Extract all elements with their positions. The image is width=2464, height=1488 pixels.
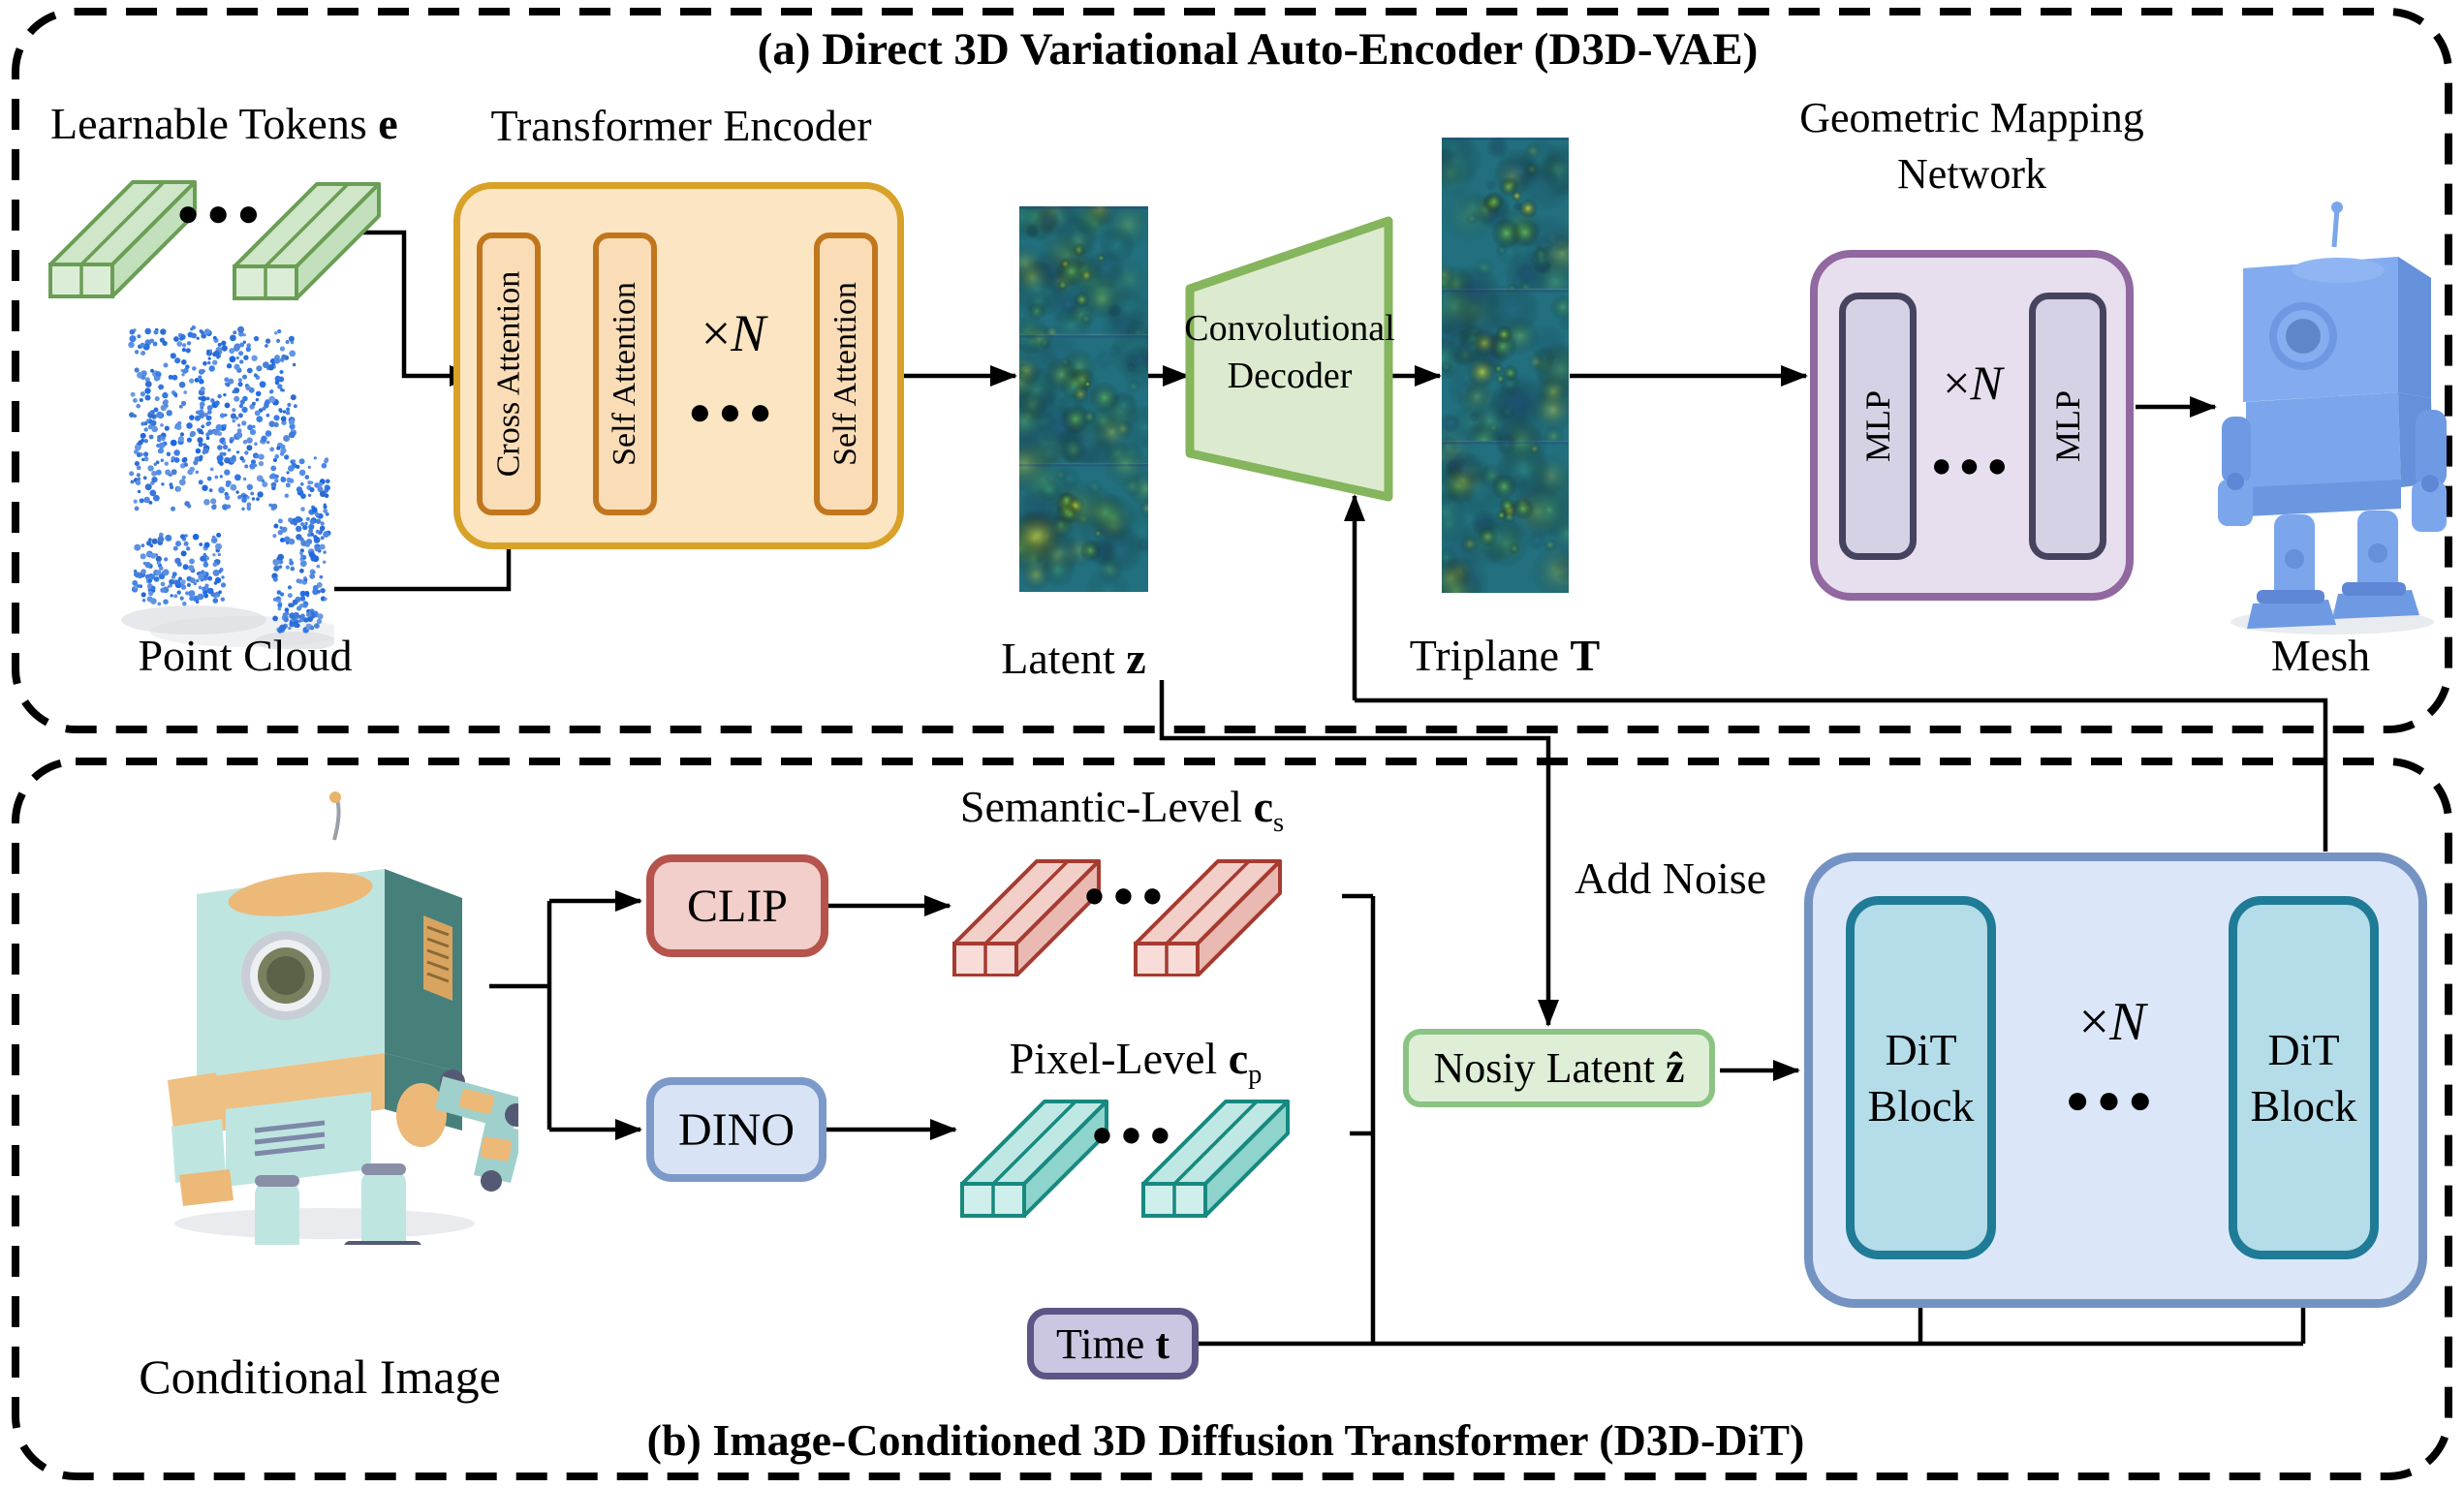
mlp-block-1: MLP <box>1839 293 1917 560</box>
cross-attention-block: Cross Attention <box>477 232 541 515</box>
triplane-feature-maps <box>1442 138 1569 593</box>
arrow-latentz-to-noisy <box>1159 680 1559 1027</box>
section-b-title: (b) Image-Conditioned 3D Diffusion Trans… <box>646 1415 1805 1465</box>
dit-dots: ●●● <box>2065 1078 2160 1123</box>
pixel-level-label: Pixel-Level cp <box>1009 1034 1263 1091</box>
dino-box: DINO <box>646 1077 827 1182</box>
dit-block-1-label: DiT Block <box>1867 1025 1975 1131</box>
section-b-dashed-border <box>12 758 2452 1480</box>
dit-block-1: DiT Block <box>1846 896 1996 1259</box>
pixel-tokens-dots: ●●● <box>1091 1114 1178 1155</box>
line-dit-to-decoder-feedback <box>1355 698 2328 852</box>
mlp-block-2: MLP <box>2029 293 2106 560</box>
section-a-dashed-border <box>12 8 2452 733</box>
self-attention-label-2: Self Attention <box>827 282 864 466</box>
gmn-title-line1: Geometric Mapping <box>1799 94 2144 141</box>
encoder-dots: ●●● <box>688 389 779 433</box>
gmn-repeat-n: ×N <box>1943 356 2003 410</box>
transformer-encoder-title: Transformer Encoder <box>490 101 872 150</box>
dit-block-2-label: DiT Block <box>2250 1025 2357 1131</box>
time-label: Time t <box>1056 1319 1170 1368</box>
cross-attention-label: Cross Attention <box>490 270 526 478</box>
latent-feature-maps <box>1019 206 1148 592</box>
noisy-latent-label: Nosiy Latent ẑ <box>1433 1044 1685 1092</box>
clip-label: CLIP <box>686 880 788 932</box>
point-cloud-graphic <box>121 325 334 649</box>
self-attention-block-1: Self Attention <box>593 232 657 515</box>
mlp-label-1: MLP <box>1858 389 1897 463</box>
conditional-image-robot <box>168 791 518 1245</box>
dit-repeat-n: ×N <box>2078 992 2146 1052</box>
convolutional-decoder-label: Convolutional Decoder <box>1184 308 1395 397</box>
point-cloud-label: Point Cloud <box>138 631 353 680</box>
add-noise-label: Add Noise <box>1575 853 1767 903</box>
dino-label: DINO <box>678 1103 795 1156</box>
arrow-tokens-to-encoder <box>355 230 477 387</box>
self-attention-block-2: Self Attention <box>814 232 878 515</box>
gmn-title-line2: Network <box>1897 150 2046 198</box>
mlp-label-2: MLP <box>2048 389 2087 463</box>
time-box: Time t <box>1027 1308 1199 1380</box>
convolutional-decoder <box>1185 216 1393 502</box>
self-attention-label-1: Self Attention <box>607 282 643 466</box>
latent-label: Latent z <box>1001 634 1146 683</box>
noisy-latent-box: Nosiy Latent ẑ <box>1403 1029 1715 1107</box>
encoder-repeat-n: ×N <box>701 304 766 362</box>
section-a-title: (a) Direct 3D Variational Auto-Encoder (… <box>758 25 1759 75</box>
clip-box: CLIP <box>646 854 828 957</box>
semantic-level-label: Semantic-Level cs <box>959 782 1285 839</box>
section-a-title-text: (a) Direct 3D Variational Auto-Encoder (… <box>757 24 1759 75</box>
dit-block-2: DiT Block <box>2229 896 2379 1259</box>
triplane-label: Triplane T <box>1409 631 1601 680</box>
learnable-tokens-dots: ●●● <box>176 191 267 234</box>
semantic-tokens-dots: ●●● <box>1083 875 1170 915</box>
learnable-tokens-label: Learnable Tokens e <box>50 99 398 148</box>
mesh-robot-graphic <box>2218 202 2447 635</box>
gmn-dots: ●●● <box>1930 446 2015 484</box>
mesh-label: Mesh <box>2270 631 2371 680</box>
conditional-image-label: Conditional Image <box>139 1349 501 1404</box>
